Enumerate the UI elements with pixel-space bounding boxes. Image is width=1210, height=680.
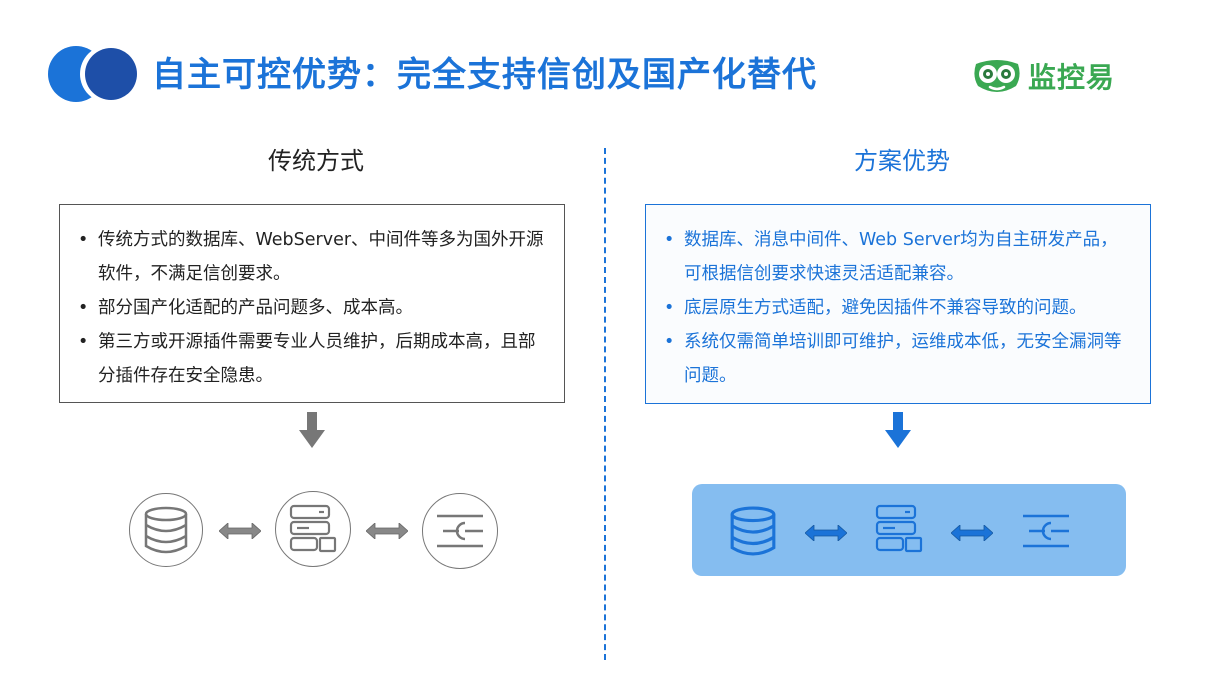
right-text-box: 数据库、消息中间件、Web Server均为自主研发产品，可根据信创要求快速灵活… — [645, 204, 1151, 404]
left-item: 第三方或开源插件需要专业人员维护，后期成本高，且部分插件存在安全隐患。 — [78, 325, 546, 393]
page-title: 自主可控优势：完全支持信创及国产化替代 — [152, 55, 817, 95]
double-arrow-icon — [805, 525, 847, 541]
middleware-icon — [422, 493, 498, 569]
header-circles-icon — [48, 46, 138, 102]
left-item: 传统方式的数据库、WebServer、中间件等多为国外开源软件，不满足信创要求。 — [78, 223, 546, 291]
arrow-down-icon — [299, 412, 325, 448]
server-icon — [874, 503, 924, 555]
arrow-down-icon — [885, 412, 911, 448]
right-item: 底层原生方式适配，避免因插件不兼容导致的问题。 — [664, 291, 1132, 325]
brand-logo: 监控易 — [972, 54, 1115, 98]
double-arrow-icon — [951, 525, 993, 541]
middleware-icon — [1020, 512, 1072, 550]
left-item: 部分国产化适配的产品问题多、成本高。 — [78, 291, 546, 325]
right-heading: 方案优势 — [854, 147, 950, 175]
owl-icon — [974, 60, 1020, 92]
brand-name: 监控易 — [1028, 61, 1116, 94]
right-item: 数据库、消息中间件、Web Server均为自主研发产品，可根据信创要求快速灵活… — [664, 223, 1132, 291]
server-icon — [275, 491, 351, 567]
right-item: 系统仅需简单培训即可维护，运维成本低，无安全漏洞等问题。 — [664, 325, 1132, 393]
database-icon — [728, 506, 778, 556]
left-heading: 传统方式 — [268, 147, 364, 175]
double-arrow-icon — [366, 523, 408, 539]
column-divider — [604, 148, 606, 660]
left-text-box: 传统方式的数据库、WebServer、中间件等多为国外开源软件，不满足信创要求。… — [59, 204, 565, 403]
database-icon — [129, 493, 203, 567]
double-arrow-icon — [219, 523, 261, 539]
